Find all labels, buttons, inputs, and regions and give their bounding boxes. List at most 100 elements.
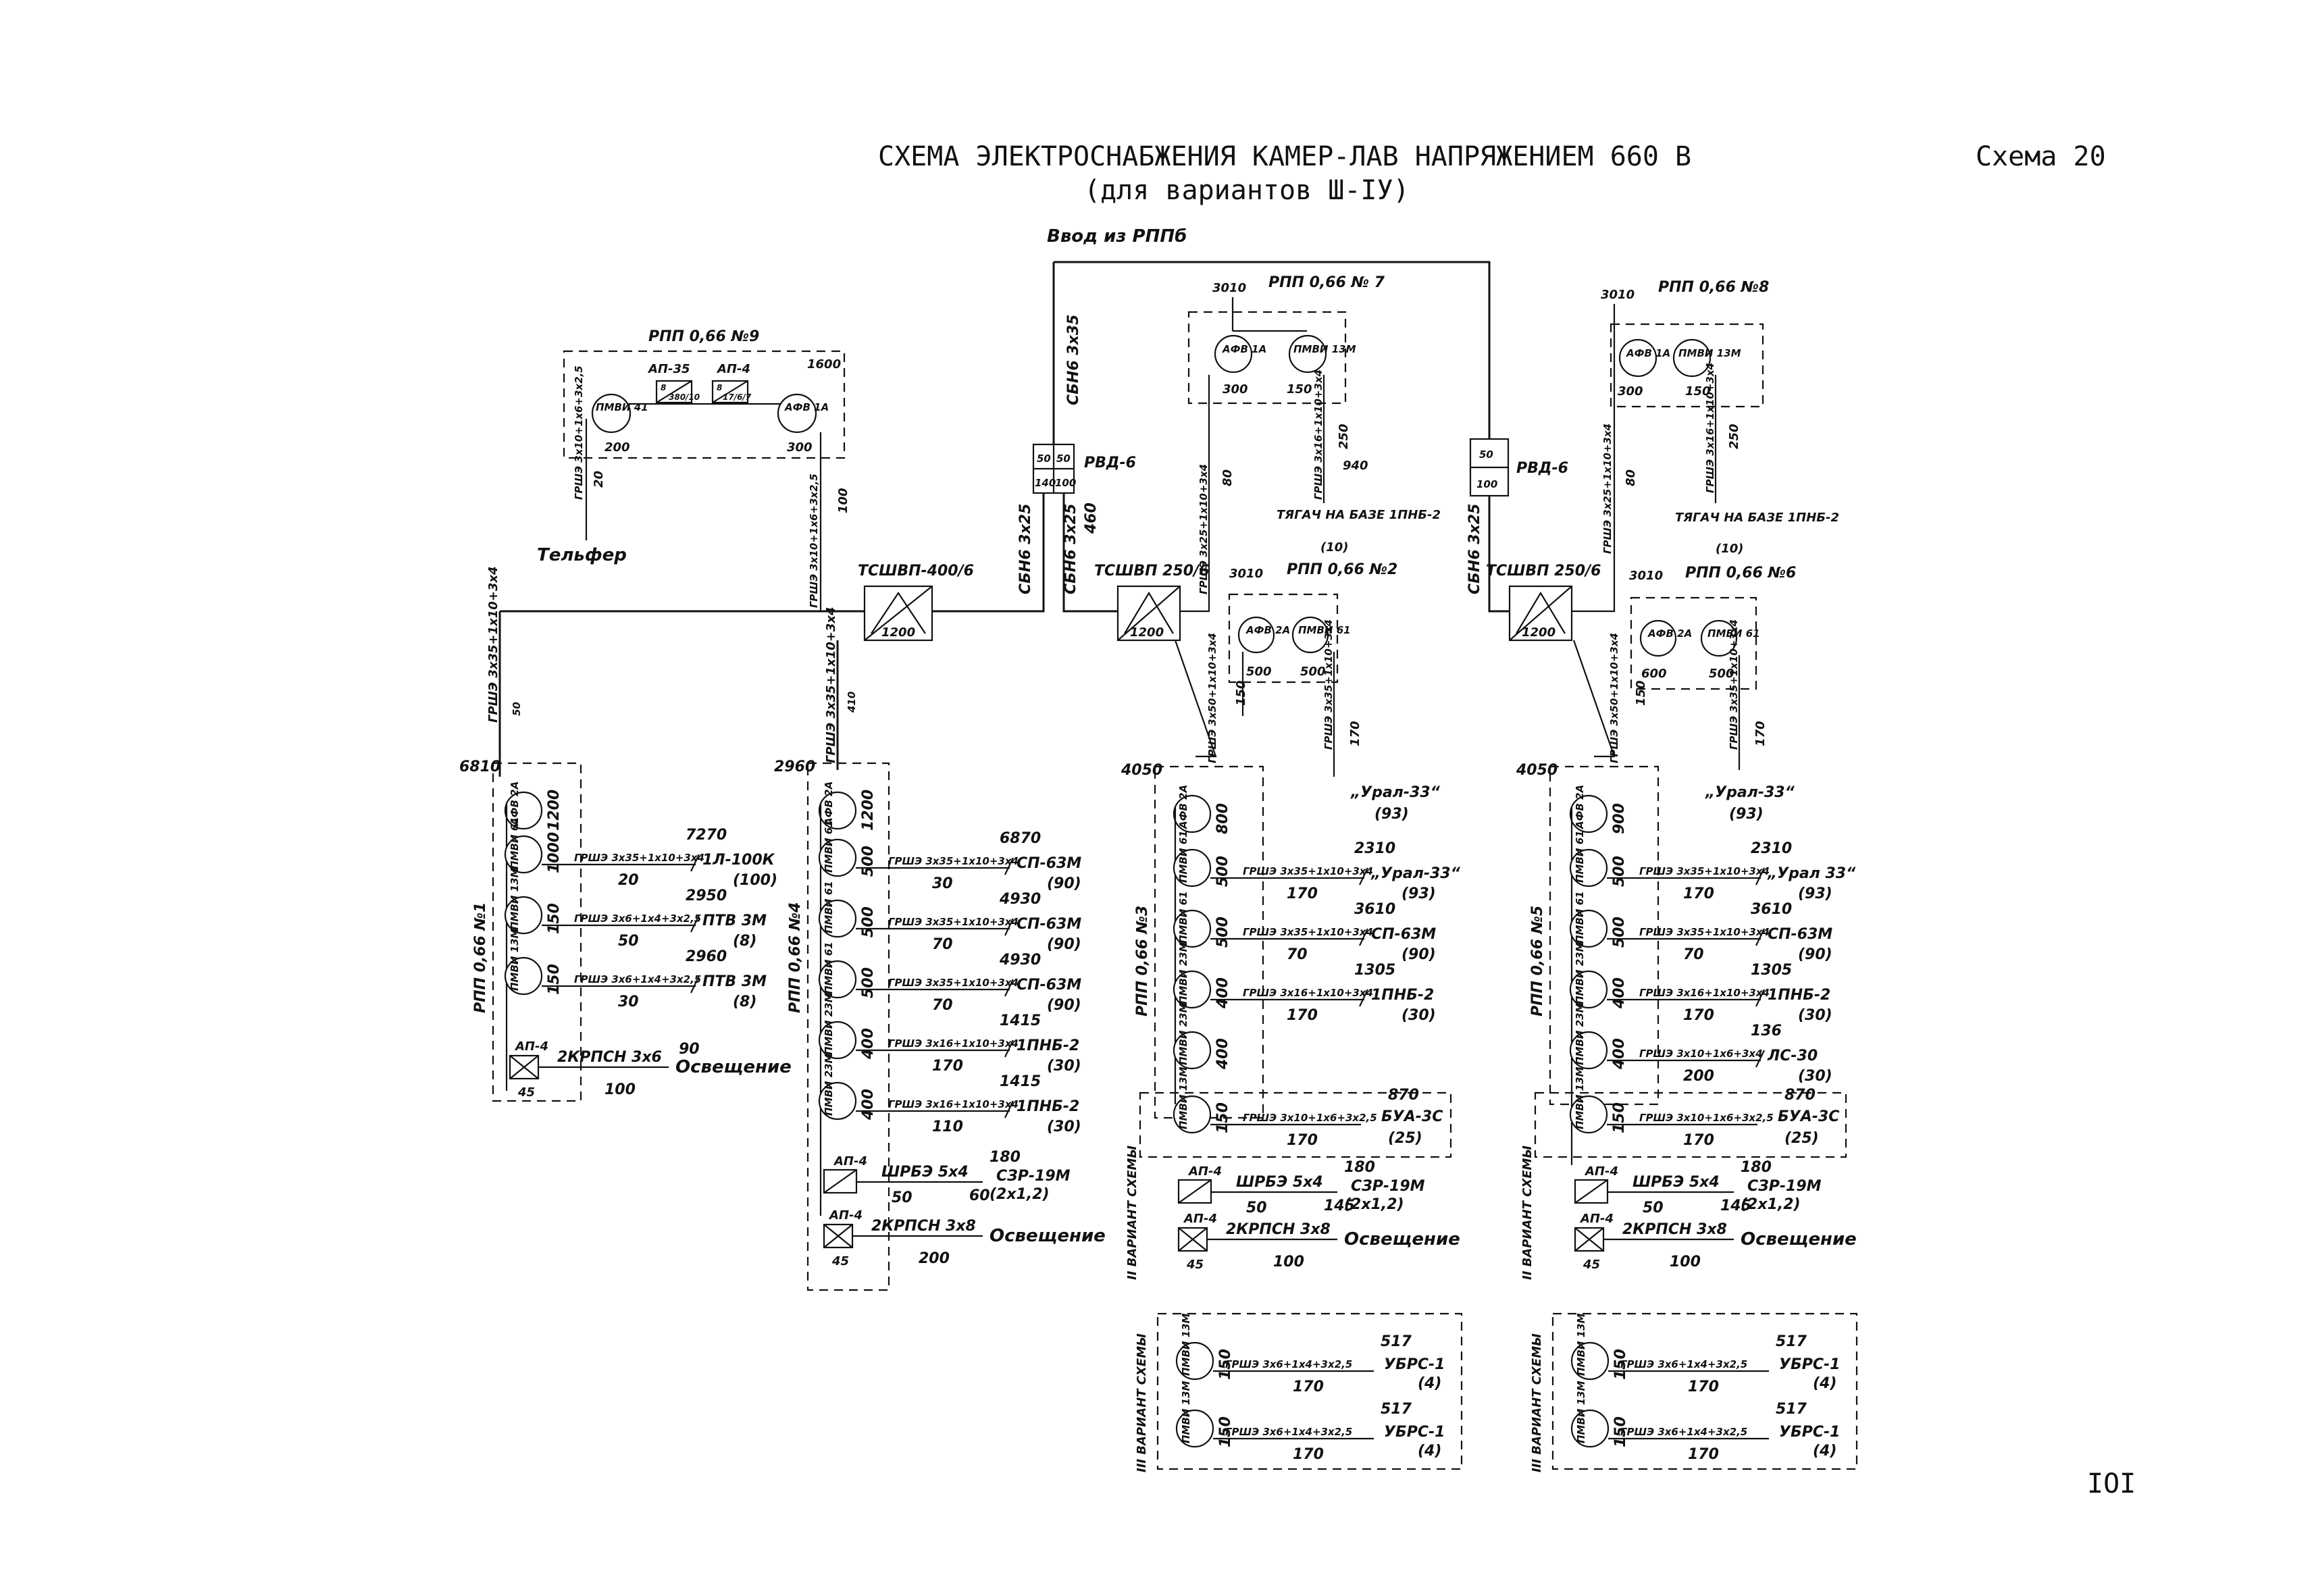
rpp5-row-len: 200 xyxy=(1683,1068,1714,1085)
rpp4-starter-rating: 500 xyxy=(860,846,877,877)
rpp4-ap-top-diag xyxy=(823,1169,857,1193)
feed-cable-a: СБН6 3х25 xyxy=(1017,504,1034,594)
rpp1-starter-icon xyxy=(504,896,543,935)
rpp3-row-cable: ГРШЭ 3х16+1х10+3х4 xyxy=(1243,987,1373,999)
rpp6-title: РПП 0,66 №6 xyxy=(1685,565,1796,582)
rpp9-ap35-diag xyxy=(656,380,692,403)
rpp4-starter-name: ПМВИ 61 xyxy=(823,820,835,873)
rpp1-ap-name: АП-4 xyxy=(514,1039,548,1054)
rpp5-row-count: (90) xyxy=(1798,946,1832,963)
rpp8-pmvi-name: ПМВИ 13М xyxy=(1678,347,1741,359)
rpp4-row-cable: ГРШЭ 3х35+1х10+3х4 xyxy=(888,855,1019,867)
rpp3-starter-rating: 400 xyxy=(1214,977,1231,1009)
rpp3-ap-top-diag xyxy=(1178,1179,1212,1204)
rpp4-starter-icon xyxy=(818,899,857,938)
rpp4-cable-break xyxy=(1004,918,1014,936)
transformer-t2-value: 1200 xyxy=(1130,625,1164,640)
rpp8-panel: РПП 0,66 №8 3010 АФВ 1А 300 ПМВИ 13М 150… xyxy=(1572,279,1839,613)
rpp2-afv-name: АФВ 2А xyxy=(1245,624,1290,636)
rpp3-starter-rating: 500 xyxy=(1214,856,1231,887)
rpp5-row-consumer: СП-63М xyxy=(1768,926,1832,943)
rpp3-variant3-starter: ПМВИ 13М xyxy=(1180,1313,1192,1376)
rpp5-variant2-count: (25) xyxy=(1784,1130,1819,1147)
rpp2-pmvi-icon xyxy=(1291,616,1329,654)
rpp1-row-consumer: ПТВ 3М xyxy=(702,973,767,990)
rpp7-panel: РПП 0,66 № 7 3010 АФВ 1А 300 ПМВИ 13М 15… xyxy=(1180,274,1441,613)
page-subtitle: (для вариантов Ш-IУ) xyxy=(1084,175,1410,206)
rpp2-frame xyxy=(1228,593,1339,684)
rpp8-consumer-count: (10) xyxy=(1716,542,1744,556)
rpp6-top-val: 3010 xyxy=(1629,569,1663,583)
rpp3-row-consumer: СП-63М xyxy=(1371,926,1436,943)
rpp8-afv-icon xyxy=(1618,338,1657,378)
rpp7-afv-val: 300 xyxy=(1223,382,1248,396)
rpp3-cable-break xyxy=(1359,989,1368,1007)
rpp5-row-load: 1305 xyxy=(1751,962,1792,979)
rpp4-row-load: 4930 xyxy=(999,891,1041,908)
rpp3-variant3-rating: 150 xyxy=(1217,1416,1234,1447)
rpp2-afv-icon xyxy=(1237,616,1275,654)
rpp3-row-load: 2310 xyxy=(1354,840,1395,857)
rpp4-light-len: 200 xyxy=(919,1250,950,1267)
rpp4-starter-rating: 500 xyxy=(860,906,877,937)
rpp3-variant2-cable: ГРШЭ 3х10+1х6+3х2,5 xyxy=(1243,1112,1377,1124)
rpp6-afv-icon xyxy=(1639,619,1677,657)
rpp3-shr-consumer: СЗР-19М xyxy=(1351,1178,1425,1195)
rvd6-right-val-1: 50 xyxy=(1479,448,1493,461)
rpp4-row-cable: ГРШЭ 3х35+1х10+3х4 xyxy=(888,916,1019,928)
rpp4-row-load: 6870 xyxy=(1000,830,1041,847)
rpp3-variant2-rating: 150 xyxy=(1214,1102,1231,1133)
rpp5-variant3-frame xyxy=(1551,1312,1858,1470)
rpp5-variant2-consumer: БУА-3С xyxy=(1778,1108,1839,1125)
rpp2-title: РПП 0,66 №2 xyxy=(1287,561,1397,578)
rpp5-variant3-count: (4) xyxy=(1813,1375,1836,1392)
rpp5-variant3-rating: 150 xyxy=(1612,1416,1629,1447)
rpp1-feed-len: 50 xyxy=(511,702,523,716)
rpp1-row-consumer: 1Л-100К xyxy=(702,852,775,869)
rpp2-out-len: 170 xyxy=(1348,721,1362,746)
rpp5-starter-icon xyxy=(1569,970,1608,1009)
rpp5-shr-num: 145 xyxy=(1720,1198,1751,1214)
rpp3-ap-val: 45 xyxy=(1186,1258,1204,1272)
transformer-t1-symbol xyxy=(864,586,933,641)
feed-to-t1-line xyxy=(932,493,1045,613)
rpp3-variant3-len: 170 xyxy=(1293,1379,1324,1395)
rpp3-extra-starter-name: ПМВИ 23М xyxy=(1177,1002,1189,1065)
rpp3-starter-rating: 500 xyxy=(1214,917,1231,948)
rpp3-row-consumer: 1ПНБ-2 xyxy=(1371,987,1434,1004)
rpp2-afv-val: 500 xyxy=(1246,665,1272,679)
rpp3-row-count: (93) xyxy=(1402,885,1436,902)
rpp5-cable-break xyxy=(1755,867,1765,885)
rpp9-telfer-label: Тельфер xyxy=(537,545,627,565)
rpp8-in-cable: ГРШЭ 3х25+1х10+3х4 xyxy=(1601,423,1614,554)
rpp3-ap-x xyxy=(1178,1227,1208,1252)
rpp7-pmvi-val: 150 xyxy=(1287,382,1312,396)
page-number: IOI xyxy=(2087,1468,2136,1499)
rpp1-light-len: 100 xyxy=(605,1081,636,1098)
rpp9-telfer-len: 20 xyxy=(592,471,606,488)
rpp9-to-t1-line xyxy=(819,432,865,613)
rpp5-row-load: 136 xyxy=(1751,1023,1782,1039)
rpp5-row-cable: ГРШЭ 3х16+1х10+3х4 xyxy=(1639,987,1770,999)
rpp4-row-consumer: СП-63М xyxy=(1017,855,1081,872)
rpp2-out-cable: ГРШЭ 3х35+1х10+3х4 xyxy=(1322,619,1335,750)
rpp5-variant3-len: 170 xyxy=(1688,1446,1719,1463)
rpp4-starter-rating: 400 xyxy=(860,1089,877,1121)
feed-cable-b-len: 460 xyxy=(1083,503,1100,534)
rpp4-feed-cable: ГРШЭ 3х35+1х10+3х4 xyxy=(824,607,838,763)
rpp1-row-len: 30 xyxy=(618,994,639,1010)
rpp3-shr-count: (2х1,2) xyxy=(1344,1196,1404,1213)
rpp8-top-val: 3010 xyxy=(1601,288,1635,302)
rpp1-breaker-val: 1200 xyxy=(546,790,563,831)
rpp4-shr-val: 180 xyxy=(989,1149,1021,1166)
rpp2-consumer: „Урал-33“ xyxy=(1350,784,1441,801)
rpp4-row-load: 1415 xyxy=(1000,1073,1041,1090)
rpp4-starter-name: ПМВИ 23М xyxy=(823,1053,835,1116)
rpp4-shr-count: (2х1,2) xyxy=(989,1186,1050,1203)
rpp4-row-consumer: 1ПНБ-2 xyxy=(1017,1098,1079,1115)
rpp4-starter-rating: 500 xyxy=(860,967,877,998)
rpp3-shr-cable: ШРБЭ 5х4 xyxy=(1236,1174,1323,1191)
rpp5-cable-break xyxy=(1755,989,1765,1007)
